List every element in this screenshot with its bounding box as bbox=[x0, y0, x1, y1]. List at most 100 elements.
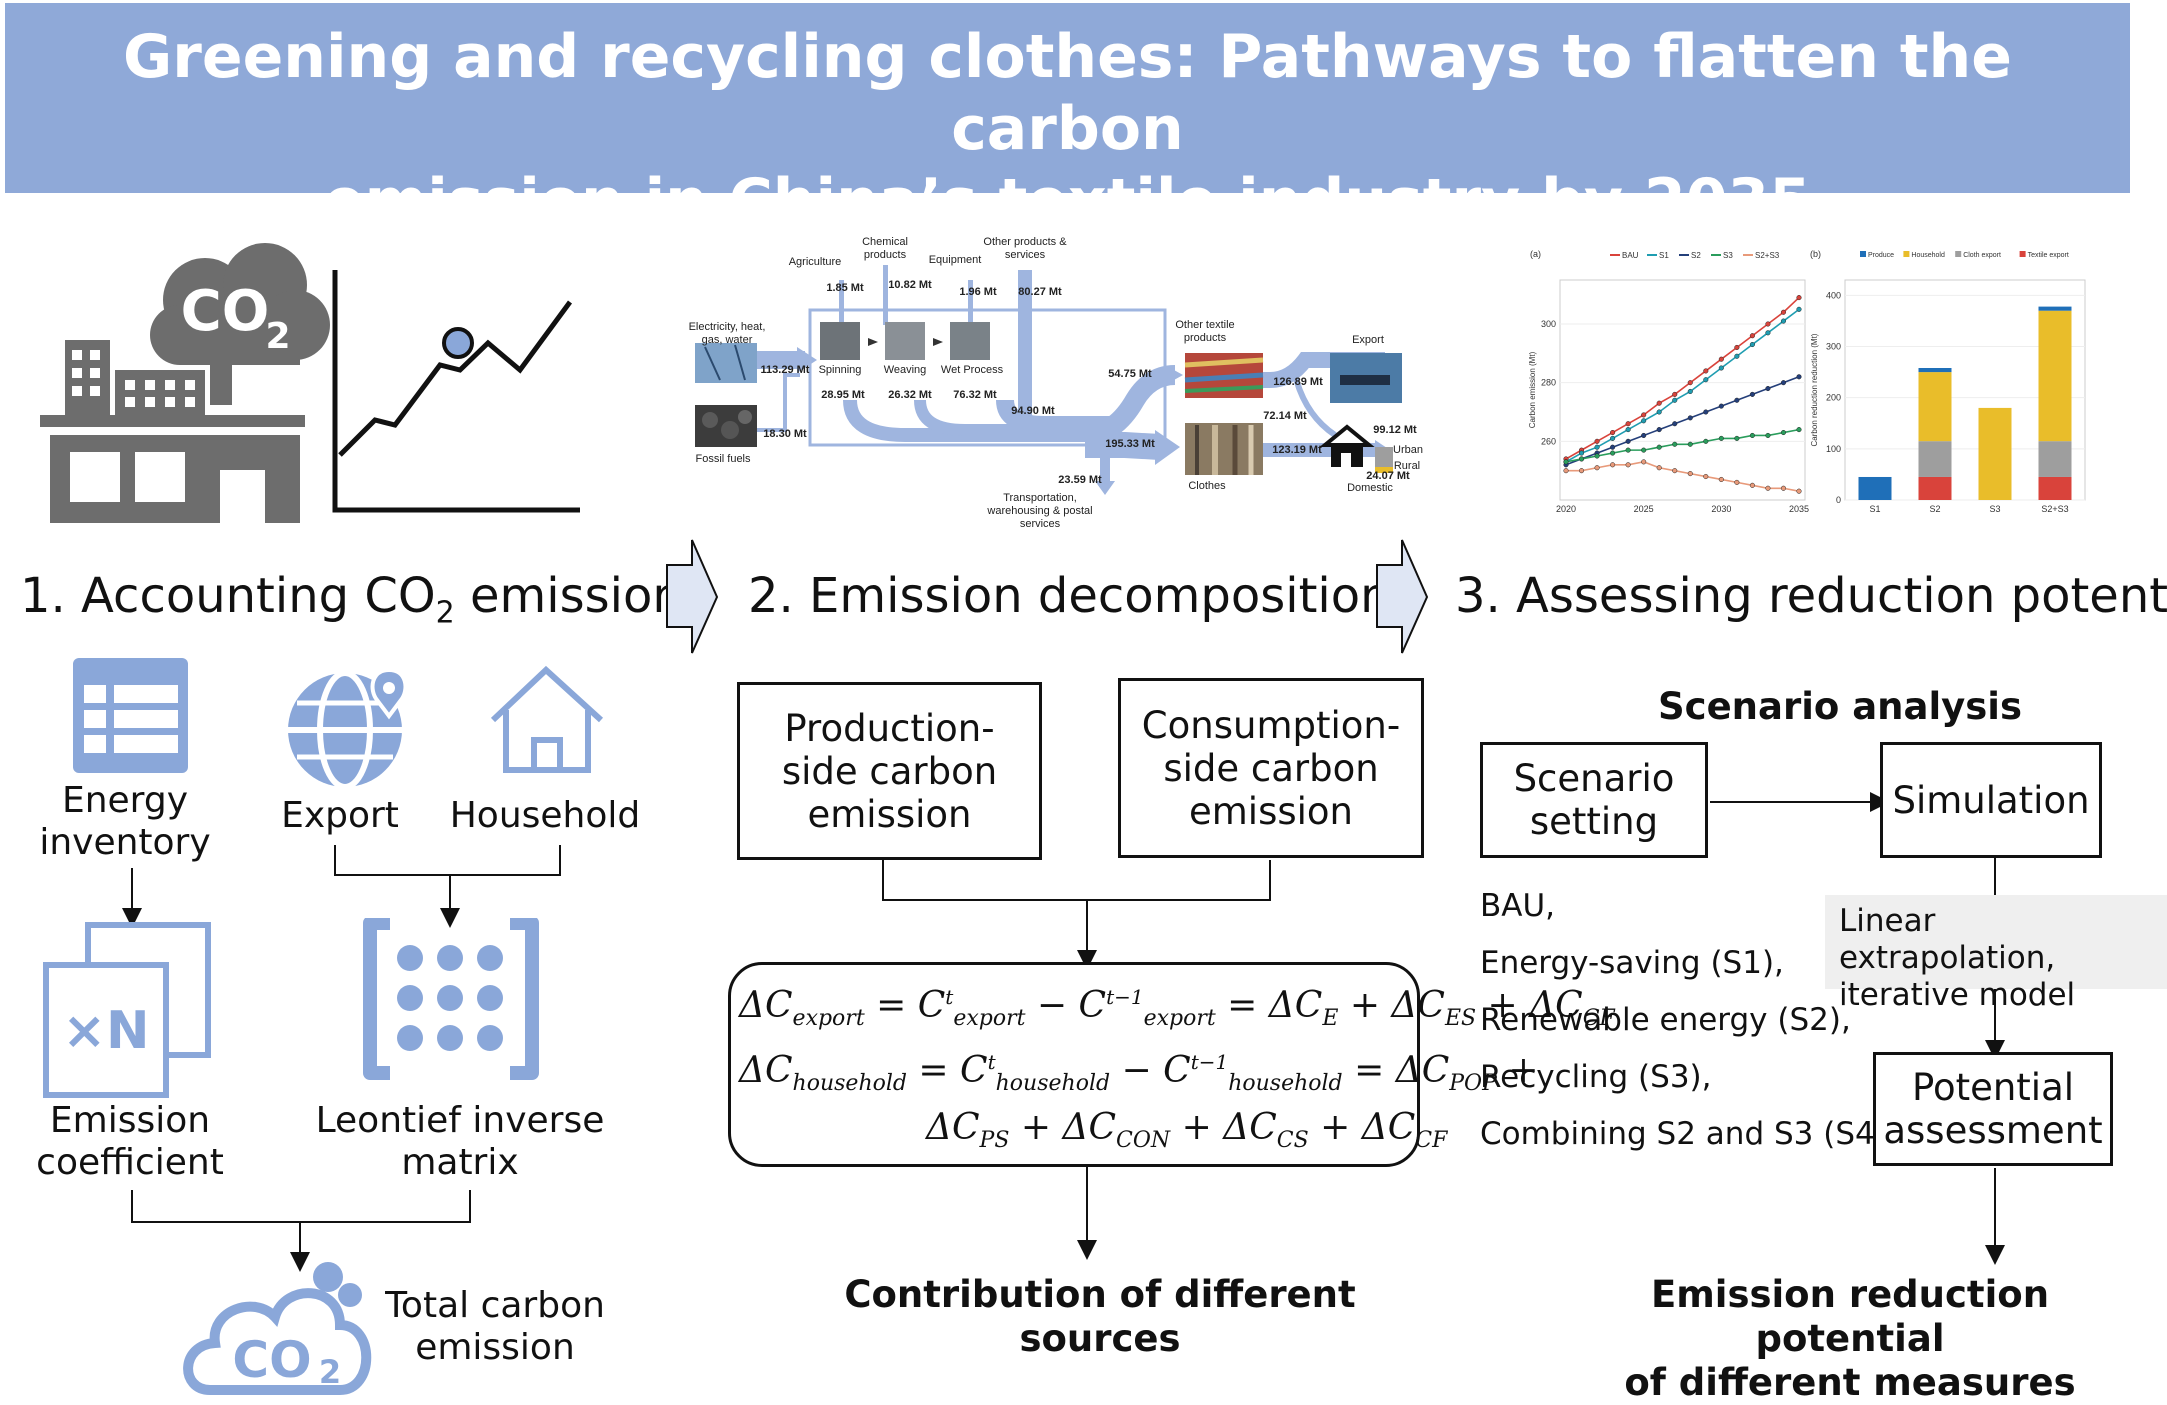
chart-a-point-2-14 bbox=[1780, 380, 1787, 386]
sankey-chemical-label-2: products bbox=[864, 249, 907, 261]
potential-line-2: assessment bbox=[1883, 1109, 2103, 1152]
chart-a-point-1-8 bbox=[1687, 388, 1693, 395]
chart-a-point-0-7 bbox=[1672, 391, 1678, 397]
value-to-transport-pre: 94.90 Mt bbox=[1011, 405, 1055, 417]
energy-inventory-line-1: Energy bbox=[61, 780, 189, 821]
chart-b-legend-swatch-1 bbox=[1903, 251, 1910, 257]
sankey-equipment-label: Equipment bbox=[929, 254, 982, 266]
chart-a-point-3-2 bbox=[1594, 453, 1600, 459]
chart-a-point-4-2 bbox=[1594, 465, 1600, 471]
sankey-other-label-1: Other products & bbox=[983, 236, 1067, 248]
consumption-line-1: Consumption- bbox=[1141, 703, 1401, 747]
potential-assessment-box: Potential assessment bbox=[1873, 1052, 2113, 1166]
chart-a-series-1 bbox=[1565, 308, 1800, 463]
co2-cloud-outline-icon: CO 2 bbox=[183, 1262, 372, 1395]
scenario-setting-box: Scenario setting bbox=[1480, 742, 1708, 858]
chart-a-point-0-11 bbox=[1734, 344, 1740, 351]
matrix-icon bbox=[363, 918, 539, 1080]
chart-a-point-1-1 bbox=[1578, 450, 1585, 456]
chart-b-ytick-1: 100 bbox=[1826, 444, 1841, 454]
chart-a-point-3-11 bbox=[1734, 435, 1740, 441]
urban-bar bbox=[1375, 447, 1393, 467]
chart-a-point-2-4 bbox=[1625, 438, 1631, 444]
diagram-title: Greening and recycling clothes: Pathways… bbox=[5, 21, 2130, 237]
connector-export-household bbox=[334, 845, 561, 876]
chart-b-legend-swatch-2 bbox=[1955, 251, 1962, 257]
chimney-icon bbox=[210, 365, 232, 405]
formula-household-cont: ΔCPS + ΔCCON + ΔCCS + ΔCCF bbox=[926, 1107, 1448, 1154]
value-cross: 72.14 Mt bbox=[1263, 410, 1307, 422]
chart-a-point-1-6 bbox=[1656, 409, 1662, 415]
chart-b-panel-label: (b) bbox=[1810, 249, 1821, 259]
chart-a-point-1-7 bbox=[1672, 397, 1678, 403]
globe-pin-icon bbox=[288, 668, 408, 790]
consumption-side-box: Consumption- side carbon emission bbox=[1118, 678, 1424, 858]
emission-coefficient-line-2: coefficient bbox=[36, 1142, 224, 1183]
total-carbon-label: Total carbon emission bbox=[380, 1285, 610, 1369]
value-rural: 24.07 Mt bbox=[1366, 470, 1410, 482]
value-electricity: 113.29 Mt bbox=[761, 364, 810, 376]
step-1-suffix: emission bbox=[454, 568, 683, 624]
value-urban: 99.12 Mt bbox=[1373, 424, 1417, 436]
scenario-analysis-label: Scenario analysis bbox=[1657, 685, 2023, 728]
potential-line-1: Potential bbox=[1911, 1066, 2075, 1109]
stage-spinning: Spinning bbox=[819, 364, 862, 376]
step-1-prefix: 1. Accounting CO bbox=[20, 568, 436, 624]
chart-a-point-3-13 bbox=[1765, 432, 1771, 439]
chart-b-bar-1-0 bbox=[1918, 368, 1952, 373]
chart-a-point-4-0 bbox=[1563, 468, 1569, 474]
chart-a-point-4-8 bbox=[1687, 471, 1693, 477]
chart-a-point-3-9 bbox=[1703, 438, 1709, 444]
contribution-line-2: sources bbox=[1019, 1317, 1181, 1360]
chart-a-xtick-3: 2035 bbox=[1789, 504, 1809, 514]
sankey-chemical-label-1: Chemical bbox=[862, 236, 908, 248]
contribution-line-1: Contribution of different bbox=[844, 1273, 1356, 1316]
value-agriculture: 1.85 Mt bbox=[826, 282, 864, 294]
arrow-right-icon-1 bbox=[666, 539, 719, 654]
chart-a-point-3-15 bbox=[1796, 427, 1802, 433]
chart-a-point-3-14 bbox=[1780, 429, 1787, 436]
chart-a-point-4-13 bbox=[1765, 485, 1771, 491]
cloud-co2-sub: 2 bbox=[265, 316, 290, 357]
chart-b-legend-3: Textile export bbox=[2028, 252, 2069, 259]
chart-a-point-1-2 bbox=[1594, 444, 1600, 450]
chart-a-ytick-1: 280 bbox=[1541, 378, 1556, 388]
chart-a-point-2-6 bbox=[1656, 427, 1662, 433]
wet-process-photo bbox=[950, 322, 990, 360]
weaving-photo bbox=[885, 322, 925, 360]
emission-coefficient-line-1: Emission bbox=[49, 1100, 211, 1141]
chart-a-point-3-3 bbox=[1610, 450, 1616, 456]
multiply-n-icon: ×N bbox=[43, 922, 211, 1098]
chart-a-point-4-1 bbox=[1578, 468, 1585, 474]
chart-a-xtick-0: 2020 bbox=[1556, 504, 1576, 514]
chart-a-series-4 bbox=[1566, 461, 1800, 492]
chart-b-bar-1-3 bbox=[1918, 476, 1952, 500]
chart-a-series-2 bbox=[1565, 376, 1800, 466]
leontief-label: Leontief inverse matrix bbox=[300, 1100, 620, 1184]
export-label-step1: Export bbox=[281, 795, 399, 836]
reduction-line-2: of different measures bbox=[1624, 1361, 2076, 1404]
chart-a-point-1-14 bbox=[1780, 318, 1787, 324]
arrow-right-icon-2 bbox=[1376, 539, 1429, 654]
chart-a-point-4-9 bbox=[1703, 473, 1709, 480]
chart-a-point-0-8 bbox=[1687, 380, 1693, 386]
transport-label-1: Transportation, bbox=[1003, 492, 1077, 504]
leontief-line-2: matrix bbox=[401, 1142, 519, 1183]
chart-a-point-0-2 bbox=[1594, 438, 1600, 444]
production-line-2: side carbon bbox=[781, 749, 998, 793]
step-1-sub: 2 bbox=[435, 595, 455, 631]
chart-b-xtick-2: S3 bbox=[1989, 504, 2000, 514]
flow-export-other bbox=[1260, 352, 1385, 388]
chart-a-legend-2: S2 bbox=[1691, 251, 1701, 260]
chart-a-point-0-15 bbox=[1796, 295, 1802, 301]
value-export-other: 126.89 Mt bbox=[1273, 376, 1323, 388]
scenario-setting-line-1: Scenario bbox=[1513, 757, 1675, 800]
chart-a-point-3-6 bbox=[1656, 444, 1662, 450]
export-label: Export bbox=[1352, 334, 1384, 346]
clothes-label: Clothes bbox=[1188, 480, 1226, 492]
chart-a-point-2-15 bbox=[1796, 374, 1802, 380]
chart-a-point-2-9 bbox=[1703, 409, 1709, 415]
chart-a-point-1-15 bbox=[1796, 306, 1802, 312]
value-chemical: 10.82 Mt bbox=[888, 279, 932, 291]
consumption-line-3: emission bbox=[1188, 789, 1353, 833]
